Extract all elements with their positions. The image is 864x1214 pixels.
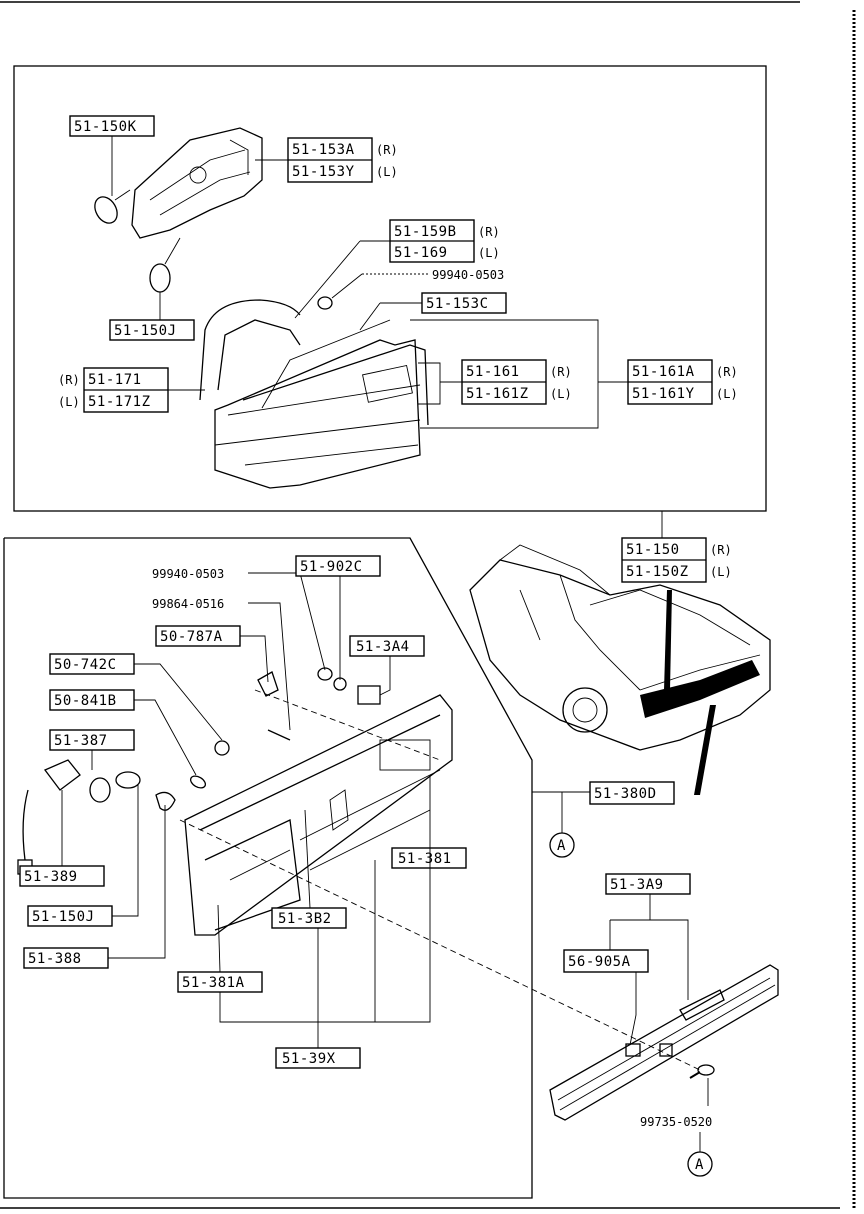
svg-text:51-161Y: 51-161Y xyxy=(632,386,695,402)
label-51-387: 51-387 xyxy=(49,729,135,751)
svg-text:(L): (L) xyxy=(58,395,80,409)
label-51-150k: 51-150K xyxy=(69,115,155,137)
label-51-161: 51-161 51-161Z (R) (L) xyxy=(461,359,572,405)
svg-text:51-3B2: 51-3B2 xyxy=(278,911,332,927)
svg-text:51-3A4: 51-3A4 xyxy=(356,639,410,655)
svg-text:51-159B: 51-159B xyxy=(394,224,457,240)
svg-text:50-787A: 50-787A xyxy=(160,629,223,645)
label-50-787a: 50-787A xyxy=(155,625,241,647)
label-51-153c: 51-153C xyxy=(421,292,507,314)
label-99735-0520: 99735-0520 xyxy=(640,1115,712,1129)
label-51-161a: 51-161A 51-161Y (R) (L) xyxy=(627,359,738,405)
svg-text:(R): (R) xyxy=(376,143,398,157)
label-51-389: 51-389 xyxy=(19,865,105,887)
svg-text:51-153Y: 51-153Y xyxy=(292,164,355,180)
label-99940-0503-lower: 99940-0503 xyxy=(152,567,224,581)
svg-text:(R): (R) xyxy=(550,365,572,379)
svg-text:51-171: 51-171 xyxy=(88,372,142,388)
marker-a-upper: A xyxy=(549,832,575,858)
label-51-3b2: 51-3B2 xyxy=(271,907,347,929)
label-51-153a: 51-153A 51-153Y (R) (L) xyxy=(287,137,398,183)
svg-text:51-150J: 51-150J xyxy=(32,909,95,925)
label-51-381: 51-381 xyxy=(391,847,467,869)
svg-text:51-153A: 51-153A xyxy=(292,142,355,158)
svg-text:51-39X: 51-39X xyxy=(282,1051,336,1067)
svg-text:(L): (L) xyxy=(478,246,500,260)
svg-text:51-150K: 51-150K xyxy=(74,119,137,135)
marker-a-lower: A xyxy=(687,1151,713,1177)
label-51-39x: 51-39X xyxy=(275,1047,361,1069)
label-56-905a: 56-905A xyxy=(563,949,649,973)
label-99864-0516: 99864-0516 xyxy=(152,597,224,611)
lower-panel-frame xyxy=(3,537,533,1199)
label-51-150j-lower: 51-150J xyxy=(27,905,113,927)
label-51-150: 51-150 51-150Z (R) (L) xyxy=(621,537,732,583)
svg-text:(L): (L) xyxy=(710,565,732,579)
svg-text:51-169: 51-169 xyxy=(394,245,448,261)
svg-text:51-387: 51-387 xyxy=(54,733,108,749)
svg-text:(L): (L) xyxy=(550,387,572,401)
svg-text:51-3A9: 51-3A9 xyxy=(610,877,664,893)
svg-text:51-381: 51-381 xyxy=(398,851,452,867)
svg-text:56-905A: 56-905A xyxy=(568,954,631,970)
svg-text:(L): (L) xyxy=(376,165,398,179)
svg-text:A: A xyxy=(557,838,566,854)
svg-text:51-161: 51-161 xyxy=(466,364,520,380)
upper-panel-frame xyxy=(13,65,767,512)
svg-text:A: A xyxy=(695,1157,704,1173)
svg-text:(R): (R) xyxy=(478,225,500,239)
label-51-388: 51-388 xyxy=(23,947,109,969)
label-50-742c: 50-742C xyxy=(49,653,135,675)
label-51-159b: 51-159B 51-169 (R) (L) xyxy=(389,219,500,263)
svg-text:51-171Z: 51-171Z xyxy=(88,394,151,410)
svg-text:50-841B: 50-841B xyxy=(54,693,117,709)
svg-text:(L): (L) xyxy=(716,387,738,401)
label-51-171: 51-171 51-171Z (R) (L) xyxy=(58,367,169,413)
svg-text:(R): (R) xyxy=(710,543,732,557)
svg-text:51-153C: 51-153C xyxy=(426,296,489,312)
svg-text:51-150: 51-150 xyxy=(626,542,680,558)
svg-text:51-150Z: 51-150Z xyxy=(626,564,689,580)
label-99940-0503: 99940-0503 xyxy=(432,268,504,282)
svg-text:51-150J: 51-150J xyxy=(114,323,177,339)
label-50-841b: 50-841B xyxy=(49,689,135,711)
small-hardware xyxy=(17,667,381,875)
combination-lamp xyxy=(199,299,429,489)
rear-finish-panel xyxy=(184,694,453,936)
label-51-3a9: 51-3A9 xyxy=(605,873,691,895)
svg-text:51-380D: 51-380D xyxy=(594,786,657,802)
svg-text:(R): (R) xyxy=(716,365,738,379)
svg-text:51-161Z: 51-161Z xyxy=(466,386,529,402)
garnish-strip xyxy=(549,964,779,1121)
svg-text:51-161A: 51-161A xyxy=(632,364,695,380)
label-51-381a: 51-381A xyxy=(177,971,263,993)
label-51-3a4: 51-3A4 xyxy=(349,635,425,657)
socket-assembly xyxy=(94,127,263,293)
svg-text:50-742C: 50-742C xyxy=(54,657,117,673)
label-51-902c: 51-902C xyxy=(295,555,381,577)
nut xyxy=(317,296,333,310)
screw xyxy=(689,1064,715,1079)
svg-text:51-381A: 51-381A xyxy=(182,975,245,991)
car-rear-view xyxy=(469,544,771,795)
svg-text:51-902C: 51-902C xyxy=(300,559,363,575)
svg-text:51-389: 51-389 xyxy=(24,869,78,885)
label-51-150j: 51-150J xyxy=(109,319,195,341)
svg-text:(R): (R) xyxy=(58,373,80,387)
label-51-380d: 51-380D xyxy=(589,781,675,805)
svg-text:51-388: 51-388 xyxy=(28,951,82,967)
